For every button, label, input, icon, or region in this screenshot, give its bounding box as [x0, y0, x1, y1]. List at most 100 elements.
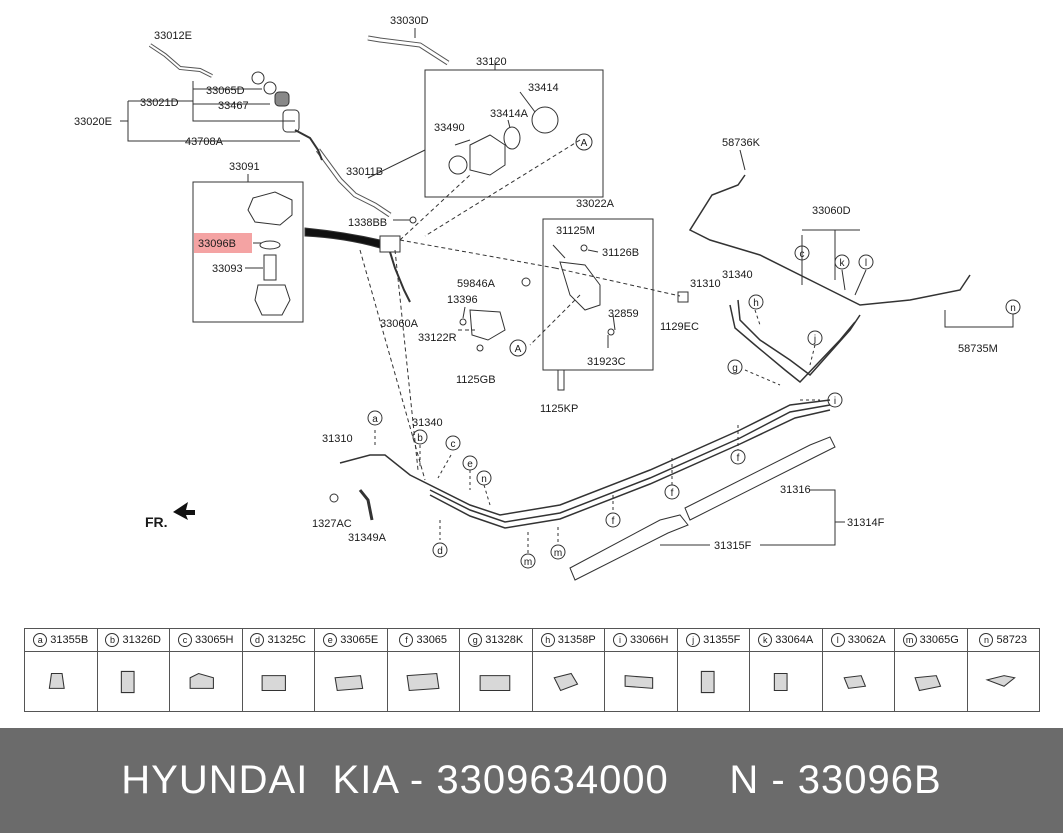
legend-letter-badge: m: [902, 633, 917, 647]
circle-c-top: c: [800, 249, 805, 260]
circle-h: h: [753, 298, 759, 309]
legend-part-number: 33065G: [919, 634, 959, 646]
footer-part-number: HYUNDAI KIA - 3309634000 N - 33096B: [121, 758, 942, 802]
legend-letter-badge: b: [105, 633, 120, 647]
callout-33022A: 33022A: [576, 198, 615, 210]
legend-clip-image: [533, 652, 605, 711]
clip-icon: [985, 674, 1017, 687]
callout-33060D: 33060D: [812, 205, 851, 217]
legend-letter-badge: g: [468, 633, 483, 647]
clip-icon: [479, 674, 511, 691]
callout-33467: 33467: [218, 100, 249, 112]
legend-clip-image: [678, 652, 750, 711]
assembly-box-33120: [424, 69, 604, 198]
callout-33021D: 33021D: [140, 97, 179, 109]
legend-letter-badge: d: [250, 633, 265, 647]
circle-a: a: [372, 414, 378, 425]
callout-33060A: 33060A: [380, 318, 419, 330]
circle-k: k: [840, 258, 846, 269]
callout-32859: 32859: [608, 308, 639, 320]
callout-31126B: 31126B: [602, 247, 639, 259]
callout-1125GB: 1125GB: [456, 374, 496, 386]
clip-icon: [701, 670, 715, 693]
circle-b: b: [417, 433, 423, 444]
legend-clip-image: [243, 652, 315, 711]
callout-31349A: 31349A: [348, 532, 387, 544]
callout-1338BB: 1338BB: [348, 217, 387, 229]
assembly-box-33022A: [542, 218, 654, 371]
legend-clip-image: [315, 652, 387, 711]
callout-43708A: 43708A: [185, 136, 224, 148]
callout-33120: 33120: [476, 56, 507, 68]
circle-n-top: n: [1010, 303, 1016, 314]
callout-31310-top: 31310: [690, 278, 721, 290]
parts-diagram: 33012E 33030D 33065D 33021D 33467 33020E…: [74, 15, 1021, 581]
legend-clip-image: [968, 652, 1040, 711]
callout-31125M: 31125M: [556, 225, 595, 237]
circle-m-1: m: [554, 548, 562, 559]
legend-clip-image: [460, 652, 532, 711]
clip-icon: [48, 672, 65, 689]
clip-icon: [624, 674, 653, 689]
clip-icon: [914, 674, 942, 691]
legend-part-number: 33065E: [340, 634, 379, 646]
callout-33030D: 33030D: [390, 15, 429, 27]
legend-part-number: 31355B: [50, 634, 89, 646]
legend-clip-image: [750, 652, 822, 711]
legend-part-number: 31328K: [485, 634, 524, 646]
legend-letter-badge: l: [830, 633, 845, 647]
circle-j: j: [813, 334, 816, 345]
circle-f-1: f: [737, 453, 740, 464]
circle-m-2: m: [524, 557, 532, 568]
circle-d: d: [437, 546, 443, 557]
footer-banner: HYUNDAI KIA - 3309634000 N - 33096B: [0, 728, 1063, 833]
legend-clip-image: [25, 652, 97, 711]
callout-1129EC: 1129EC: [660, 321, 699, 333]
legend-letter-badge: e: [323, 633, 338, 647]
legend-part-number: 33065: [416, 634, 448, 646]
callout-33414A: 33414A: [490, 108, 529, 120]
legend-part-number: 33066H: [629, 634, 669, 646]
callout-31340-top: 31340: [722, 269, 753, 281]
legend-letter-badge: h: [540, 633, 555, 647]
legend-letter-badge: f: [399, 633, 414, 647]
callout-59846A: 59846A: [457, 278, 496, 290]
callout-33096B: 33096B: [198, 238, 236, 250]
legend-letter-badge: a: [33, 633, 48, 647]
callout-31340-bottom: 31340: [412, 417, 443, 429]
circle-g: g: [732, 363, 738, 374]
circle-f-3: f: [612, 516, 615, 527]
legend-letter-badge: j: [686, 633, 701, 647]
clip-icon: [261, 674, 287, 691]
legend-part-number: 31355F: [703, 634, 741, 646]
legend-letter-badge: c: [177, 633, 192, 647]
circle-c-bottom: c: [451, 439, 456, 450]
highlight-33096B: [194, 233, 252, 253]
callout-33065D: 33065D: [206, 85, 245, 97]
callout-33122R: 33122R: [418, 332, 457, 344]
callout-31314F: 31314F: [847, 517, 885, 529]
clip-icon: [121, 670, 135, 693]
clip-icon: [773, 672, 788, 691]
legend-clip-image: [98, 652, 170, 711]
callout-1327AC: 1327AC: [312, 518, 352, 530]
callout-31923C: 31923C: [587, 356, 626, 368]
legend-part-number: 58723: [996, 634, 1028, 646]
legend-letter-badge: i: [612, 633, 627, 647]
legend-part-number: 33065H: [194, 634, 234, 646]
circle-f-2: f: [671, 488, 674, 499]
callout-33093: 33093: [212, 263, 243, 275]
